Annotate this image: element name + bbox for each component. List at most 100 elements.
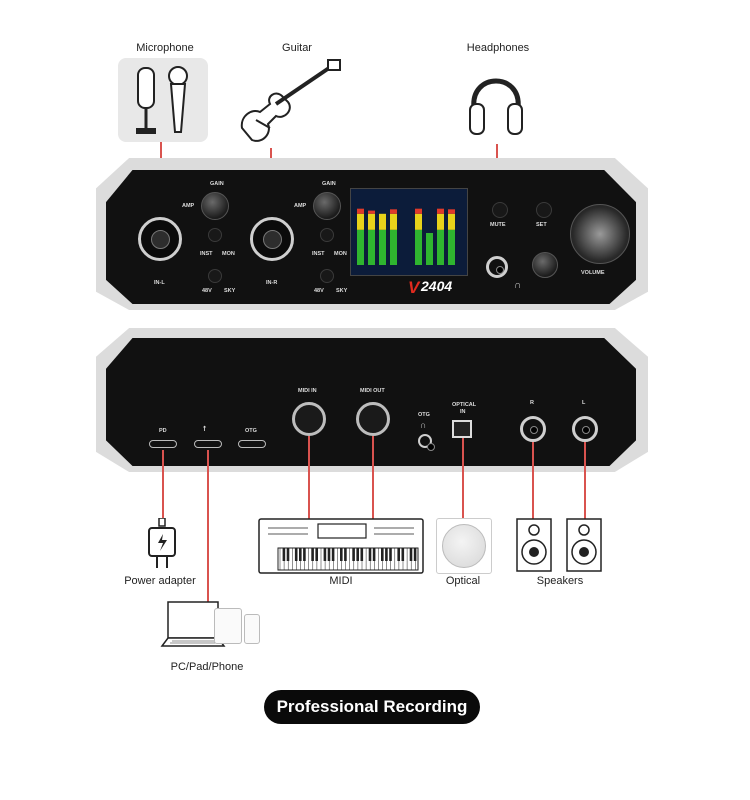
left-meter-bar-2	[379, 213, 386, 230]
headphone-icon: ∩	[514, 280, 522, 291]
level-meter-bars	[357, 208, 455, 265]
main-volume-knob[interactable]	[570, 204, 630, 264]
front-panel: IN-L GAIN AMP INST MON 48V SKY IN-R GAIN…	[106, 170, 636, 304]
midi-out-port[interactable]	[356, 402, 390, 436]
inst-button-right[interactable]	[320, 228, 334, 242]
speaker-r-icon	[516, 518, 552, 572]
optical-in-label-2: IN	[460, 409, 466, 415]
midi-in-port[interactable]	[292, 402, 326, 436]
power-adapter-label: Power adapter	[124, 575, 196, 587]
otg-label: OTG	[245, 428, 257, 434]
microphone-icon	[118, 58, 208, 142]
speaker-r-cable	[532, 442, 534, 520]
phone-icon	[244, 614, 260, 644]
model-number: 2404	[421, 278, 453, 294]
otg-jack-label: OTG	[418, 412, 430, 418]
pd-label: PD	[159, 428, 167, 434]
left-meter-bar-1	[368, 213, 375, 230]
left-meter-bar-0	[357, 213, 364, 230]
midi-out-label: MIDI OUT	[360, 388, 385, 394]
speaker-l-icon	[566, 518, 602, 572]
tablet-icon	[214, 608, 242, 644]
guitar-icon	[236, 58, 346, 148]
microphone-label: Microphone	[136, 42, 194, 54]
optical-device-icon	[436, 518, 492, 574]
right-meter-bar-3	[448, 229, 455, 265]
sky-label-r: SKY	[336, 288, 348, 294]
power-adapter-icon	[144, 517, 180, 570]
right-meter-bar-2	[437, 229, 444, 265]
amp-label-r: AMP	[294, 203, 307, 209]
right-meter-bar-2	[437, 213, 444, 230]
mute-button[interactable]	[492, 202, 508, 218]
right-meter-bar-2	[437, 208, 444, 214]
rear-panel: PD ⭡ OTG MIDI IN MIDI OUT OTG ∩ OPTICAL …	[106, 338, 636, 466]
otg-headset-icon: ∩	[420, 420, 427, 430]
midi-keyboard-icon	[258, 518, 424, 574]
right-meter-bar-0	[415, 229, 422, 265]
headphone-output-jack[interactable]	[486, 256, 508, 278]
midi-out-cable	[372, 436, 374, 520]
out-l-label: L	[582, 400, 586, 406]
mon-label-l: MON	[222, 251, 235, 257]
left-meter-bar-1	[368, 210, 375, 214]
input-left-combo-jack[interactable]	[138, 217, 182, 261]
phantom-button-left[interactable]	[208, 269, 222, 283]
inst-label-r: INST	[312, 251, 325, 257]
gain-knob-right[interactable]	[313, 192, 341, 220]
headphones-label: Headphones	[466, 42, 530, 54]
output-l-jack[interactable]	[572, 416, 598, 442]
usb-computer-cable	[207, 450, 209, 606]
speaker-l-cable	[584, 442, 586, 520]
speakers-label: Speakers	[536, 575, 584, 587]
in-r-label: IN-R	[266, 280, 278, 286]
headphones-icon	[466, 58, 526, 144]
banner	[264, 690, 480, 724]
left-meter-bar-3	[390, 213, 397, 230]
right-meter-bar-1	[426, 233, 433, 265]
guitar-label: Guitar	[282, 42, 312, 54]
gain-label-r: GAIN	[322, 181, 336, 187]
left-meter-bar-0	[357, 229, 364, 265]
usb-c-port[interactable]	[194, 440, 222, 448]
left-meter-bar-3	[390, 229, 397, 265]
mon-label-r: MON	[334, 251, 347, 257]
optical-in-port[interactable]	[452, 420, 472, 438]
output-r-jack[interactable]	[520, 416, 546, 442]
phantom-label-r: 48V	[314, 288, 324, 294]
input-right-combo-jack[interactable]	[250, 217, 294, 261]
gain-knob-left[interactable]	[201, 192, 229, 220]
inst-button-left[interactable]	[208, 228, 222, 242]
midi-in-cable	[308, 436, 310, 520]
otg-usb-c-port[interactable]	[238, 440, 266, 448]
set-label: SET	[536, 222, 547, 228]
phantom-button-right[interactable]	[320, 269, 334, 283]
headphone-volume-knob[interactable]	[532, 252, 558, 278]
amp-label-l: AMP	[182, 203, 195, 209]
gain-label-l: GAIN	[210, 181, 224, 187]
left-meter-bar-3	[390, 209, 397, 214]
optical-cable	[462, 438, 464, 522]
inst-label-l: INST	[200, 251, 213, 257]
optical-in-label-1: OPTICAL	[452, 402, 477, 408]
sky-label-l: SKY	[224, 288, 236, 294]
otg-audio-jack[interactable]	[418, 434, 435, 451]
banner-text: Professional Recording	[276, 697, 468, 716]
midi-label: MIDI	[329, 575, 353, 587]
phantom-label-l: 48V	[202, 288, 212, 294]
level-meter-display	[350, 188, 468, 276]
set-button[interactable]	[536, 202, 552, 218]
left-meter-bar-1	[368, 229, 375, 265]
brand-logo: V 2404	[408, 278, 453, 297]
pd-usb-c-port[interactable]	[149, 440, 177, 448]
right-meter-bar-3	[448, 209, 455, 214]
volume-label: VOLUME	[581, 270, 605, 276]
right-meter-bar-0	[415, 213, 422, 230]
right-meter-bar-0	[415, 208, 422, 214]
out-r-label: R	[530, 400, 534, 406]
pc-pad-phone-label: PC/Pad/Phone	[170, 661, 244, 673]
right-meter-bar-3	[448, 213, 455, 230]
left-meter-bar-2	[379, 229, 386, 265]
power-cable	[162, 450, 164, 522]
in-l-label: IN-L	[154, 280, 165, 286]
